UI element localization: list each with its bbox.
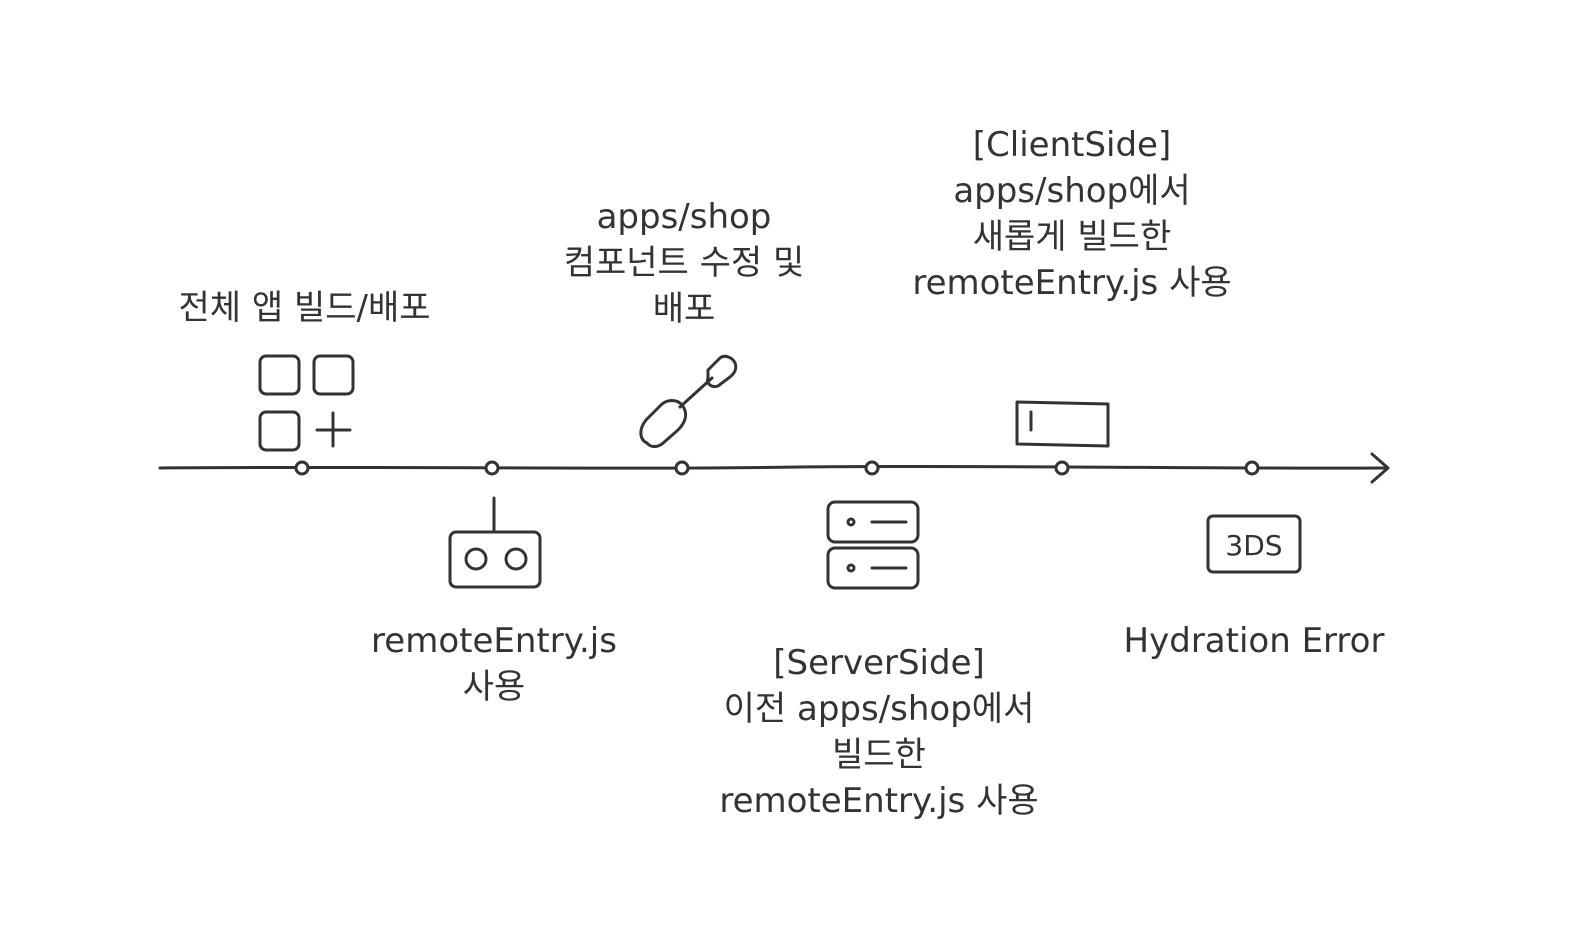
timeline-marker-client-side xyxy=(1054,460,1070,476)
timeline-marker-hydration-error xyxy=(1244,460,1260,476)
timeline-marker-use-remote-entry xyxy=(484,460,500,476)
browser-window-icon xyxy=(1015,400,1110,448)
3ds-badge-text: 3DS xyxy=(1225,529,1282,562)
timeline-marker-shop-modify xyxy=(674,460,690,476)
event-label-hydration-error: Hydration Error xyxy=(1123,621,1385,661)
screwdriver-icon xyxy=(639,354,738,448)
event-label-shop-modify: apps/shop 컴포넌트 수정 및 배포 xyxy=(563,197,805,329)
server-icon xyxy=(826,500,920,590)
timeline-arrowhead xyxy=(1370,452,1390,484)
timeline-axis xyxy=(158,464,1388,470)
timeline-marker-full-build xyxy=(294,460,310,476)
timeline-marker-server-side xyxy=(864,460,880,476)
event-label-client-side: [ClientSide] apps/shop에서 새롭게 빌드한 remoteE… xyxy=(912,125,1232,303)
remote-control-icon xyxy=(448,496,542,589)
3ds-badge-icon: 3DS xyxy=(1206,514,1302,574)
app-grid-icon xyxy=(258,354,355,452)
event-label-use-remote-entry: remoteEntry.js 사용 xyxy=(371,621,617,707)
event-label-full-build: 전체 앱 빌드/배포 xyxy=(178,288,431,328)
event-label-server-side: [ServerSide] 이전 apps/shop에서 빌드한 remoteEn… xyxy=(719,643,1039,821)
